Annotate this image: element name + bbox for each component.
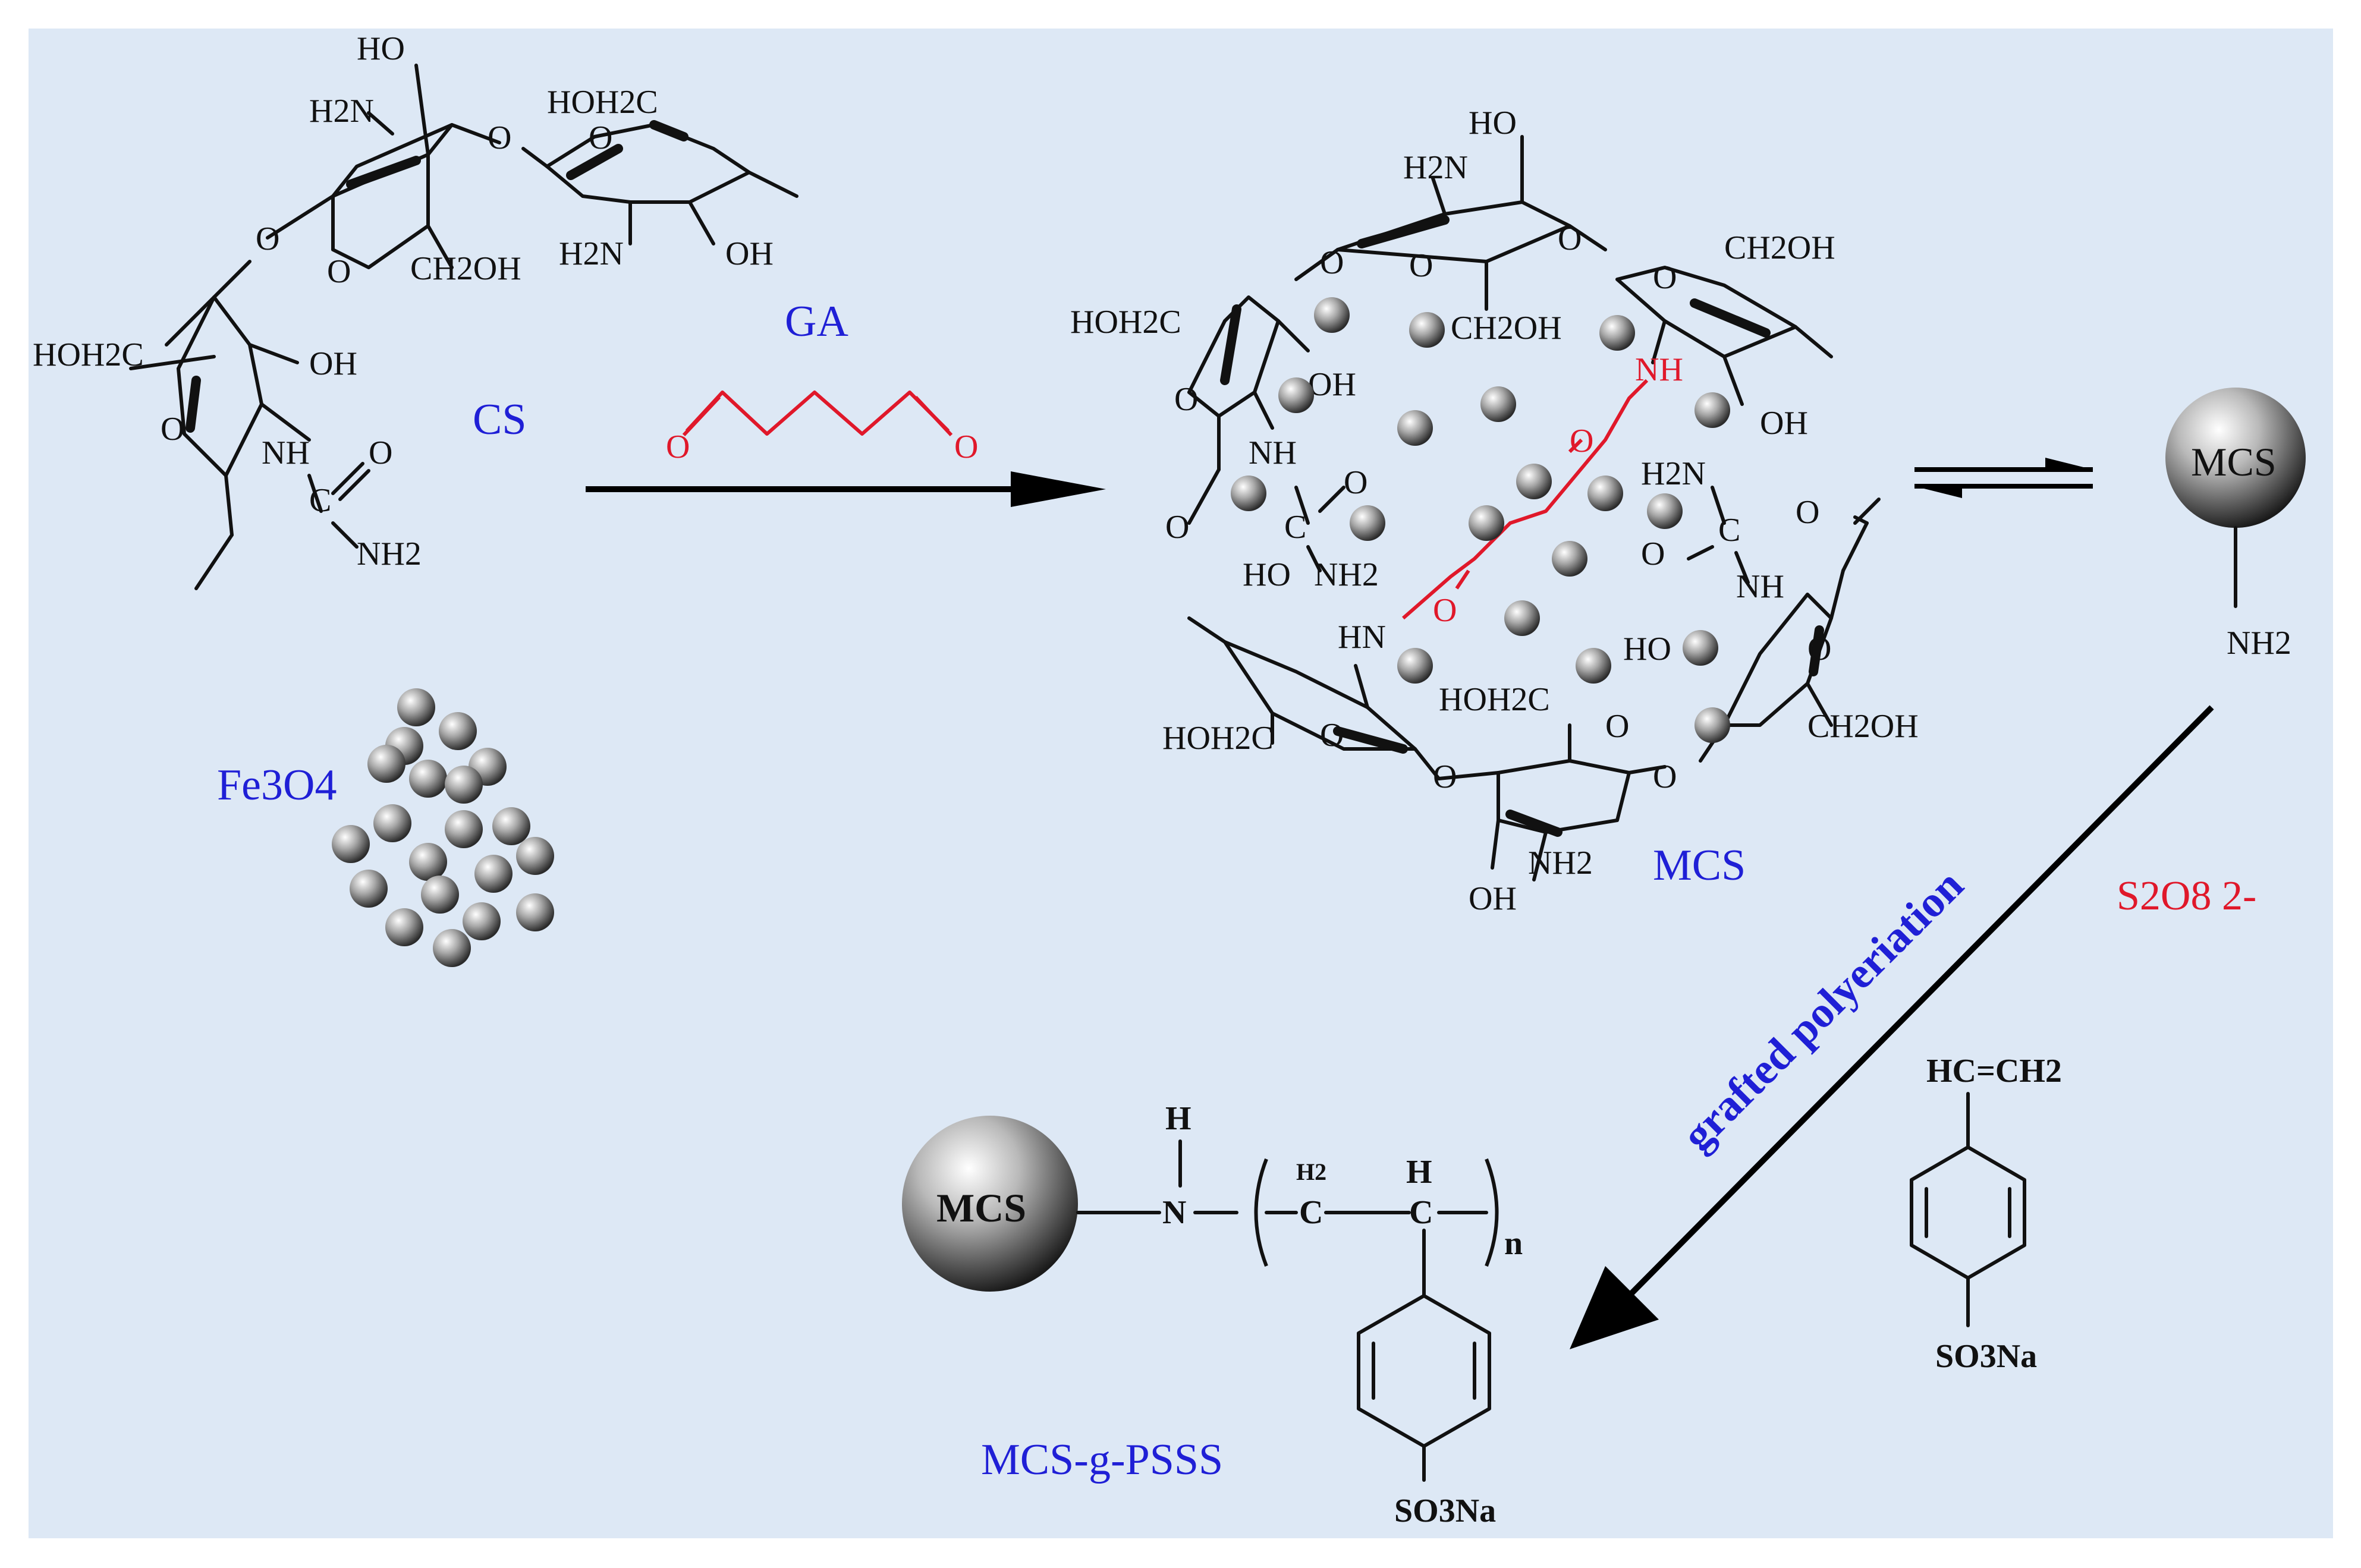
mcs-o-2: O [1409, 247, 1433, 284]
mcs-ch2oh-bottom-right: CH2OH [1807, 708, 1919, 745]
persulfate-label: S2O8 2- [2117, 873, 2256, 919]
monomer-vinyl: HC=CH2 [1926, 1053, 2062, 1090]
mcs-o-bottom-left: O [1320, 717, 1344, 754]
mcs-ch2oh-top-right: CH2OH [1724, 229, 1835, 266]
mcs-ho-top: HO [1469, 105, 1517, 141]
cs-o-link-left: O [256, 221, 279, 257]
cs-label: CS [473, 395, 527, 444]
chitosan-structure: HO H2N O HOH2C O H2N OH O CH2OH O HOH2C … [33, 30, 798, 590]
reaction-arrow-2 [1570, 705, 2214, 1349]
mcs-nh-right: NH [1736, 568, 1784, 605]
mcs-urea-o-right: O [1641, 536, 1665, 572]
cs-ho-top: HO [357, 30, 405, 67]
mcs-g-psss-product: MCS H N H2 C H C n SO3Na [902, 1100, 1523, 1529]
cs-oh-left: OH [309, 345, 357, 382]
mcs-crosslinked-structure: HO H2N O O O O CH2OH CH2OH HOH2C OH O NH… [1070, 105, 1919, 917]
ga-label: GA [785, 297, 848, 346]
glutaraldehyde-structure: O O [666, 391, 978, 465]
product-so3na: SO3Na [1394, 1493, 1496, 1529]
diagram-background [29, 29, 2333, 1538]
cs-o-ring-bottom: O [161, 411, 184, 448]
mcs-o-left: O [1174, 381, 1198, 418]
mcs-o-3: O [1558, 221, 1582, 257]
cs-o-link: O [488, 119, 511, 156]
product-ch-h: H [1406, 1154, 1432, 1191]
cs-h2n-right: H2N [559, 235, 624, 272]
mcs-ch2oh-top: CH2OH [1451, 310, 1562, 347]
product-n: N [1162, 1194, 1186, 1231]
mcs-hoh2c-bottom-left: HOH2C [1162, 720, 1274, 757]
ga-o-left: O [666, 429, 690, 465]
cs-hoh2c-left: HOH2C [33, 336, 144, 373]
product-label: MCS-g-PSSS [981, 1435, 1223, 1484]
mcs-hn-left: HN [1338, 619, 1386, 656]
mcs-crosslink-o-top: O [1570, 423, 1593, 459]
mcs-o-bottom-1: O [1433, 758, 1457, 795]
product-h-on-n: H [1165, 1100, 1191, 1137]
mcs-oh-left: OH [1308, 366, 1356, 403]
mcs-oh-right: OH [1760, 405, 1808, 442]
cs-urea-nh2: NH2 [357, 536, 422, 572]
product-ch2-h2: H2 [1296, 1158, 1326, 1185]
mcs-o-right: O [1807, 631, 1831, 667]
cs-o-ring-top: O [327, 253, 351, 290]
cs-h2n-top: H2N [309, 93, 374, 130]
mcs-o-1: O [1320, 244, 1344, 281]
product-sphere-label: MCS [936, 1185, 1026, 1230]
mcs-hoh2c-bottom: HOH2C [1439, 681, 1550, 718]
mcs-nh-left: NH [1249, 434, 1297, 471]
mcs-nh2-left: NH2 [1314, 556, 1379, 593]
mcs-oh-bottom: OH [1469, 880, 1517, 917]
mcs-h2n-top: H2N [1403, 149, 1468, 186]
reaction-arrow-1 [586, 471, 1106, 507]
cs-ch2oh: CH2OH [410, 250, 521, 287]
mcs-hoh2c-left: HOH2C [1070, 304, 1181, 341]
product-n-subscript: n [1504, 1225, 1523, 1262]
product-ch-c: C [1409, 1194, 1433, 1231]
ga-o-right: O [954, 429, 978, 465]
mcs-nh2-bottom: NH2 [1528, 845, 1593, 881]
mcs-sphere-amine: MCS NH2 [2165, 388, 2306, 662]
mcs-urea-c-right: C [1718, 512, 1740, 549]
mcs-o-right-2: O [1796, 494, 1819, 531]
cs-oh-right: OH [725, 235, 774, 272]
cs-o-ring-right: O [589, 119, 612, 156]
cs-urea-c: C [309, 482, 331, 519]
mcs-o-bottom-3: O [1653, 758, 1677, 795]
monomer-so3na: SO3Na [1935, 1338, 2037, 1375]
mcs-ho-right: HO [1623, 631, 1671, 667]
mcs-sphere-nh2: NH2 [2227, 625, 2291, 662]
mcs-crosslink-o-bottom: O [1433, 592, 1457, 629]
mcs-o-4: O [1653, 259, 1677, 296]
cs-urea-o: O [369, 434, 392, 471]
mcs-sphere-label: MCS [2191, 439, 2277, 484]
mcs-label: MCS [1653, 841, 1746, 890]
styrene-sulfonate-monomer: HC=CH2 SO3Na [1910, 1053, 2062, 1375]
mcs-urea-o-left: O [1344, 464, 1367, 501]
mcs-h2n-right: H2N [1641, 455, 1706, 492]
mcs-urea-c-left: C [1284, 509, 1306, 546]
fe3o4-nanoparticle-cluster [332, 688, 554, 967]
mcs-crosslink-nh: NH [1635, 351, 1683, 388]
mcs-ho-left: HO [1243, 556, 1291, 593]
equilibrium-arrows [1914, 458, 2093, 498]
mcs-o-left-2: O [1165, 509, 1189, 546]
fe3o4-label: Fe3O4 [217, 761, 337, 810]
cs-hoh2c-right: HOH2C [547, 84, 658, 121]
product-ch2-c: C [1299, 1194, 1323, 1231]
mcs-o-bottom-2: O [1605, 708, 1629, 745]
cs-nh: NH [262, 434, 310, 471]
